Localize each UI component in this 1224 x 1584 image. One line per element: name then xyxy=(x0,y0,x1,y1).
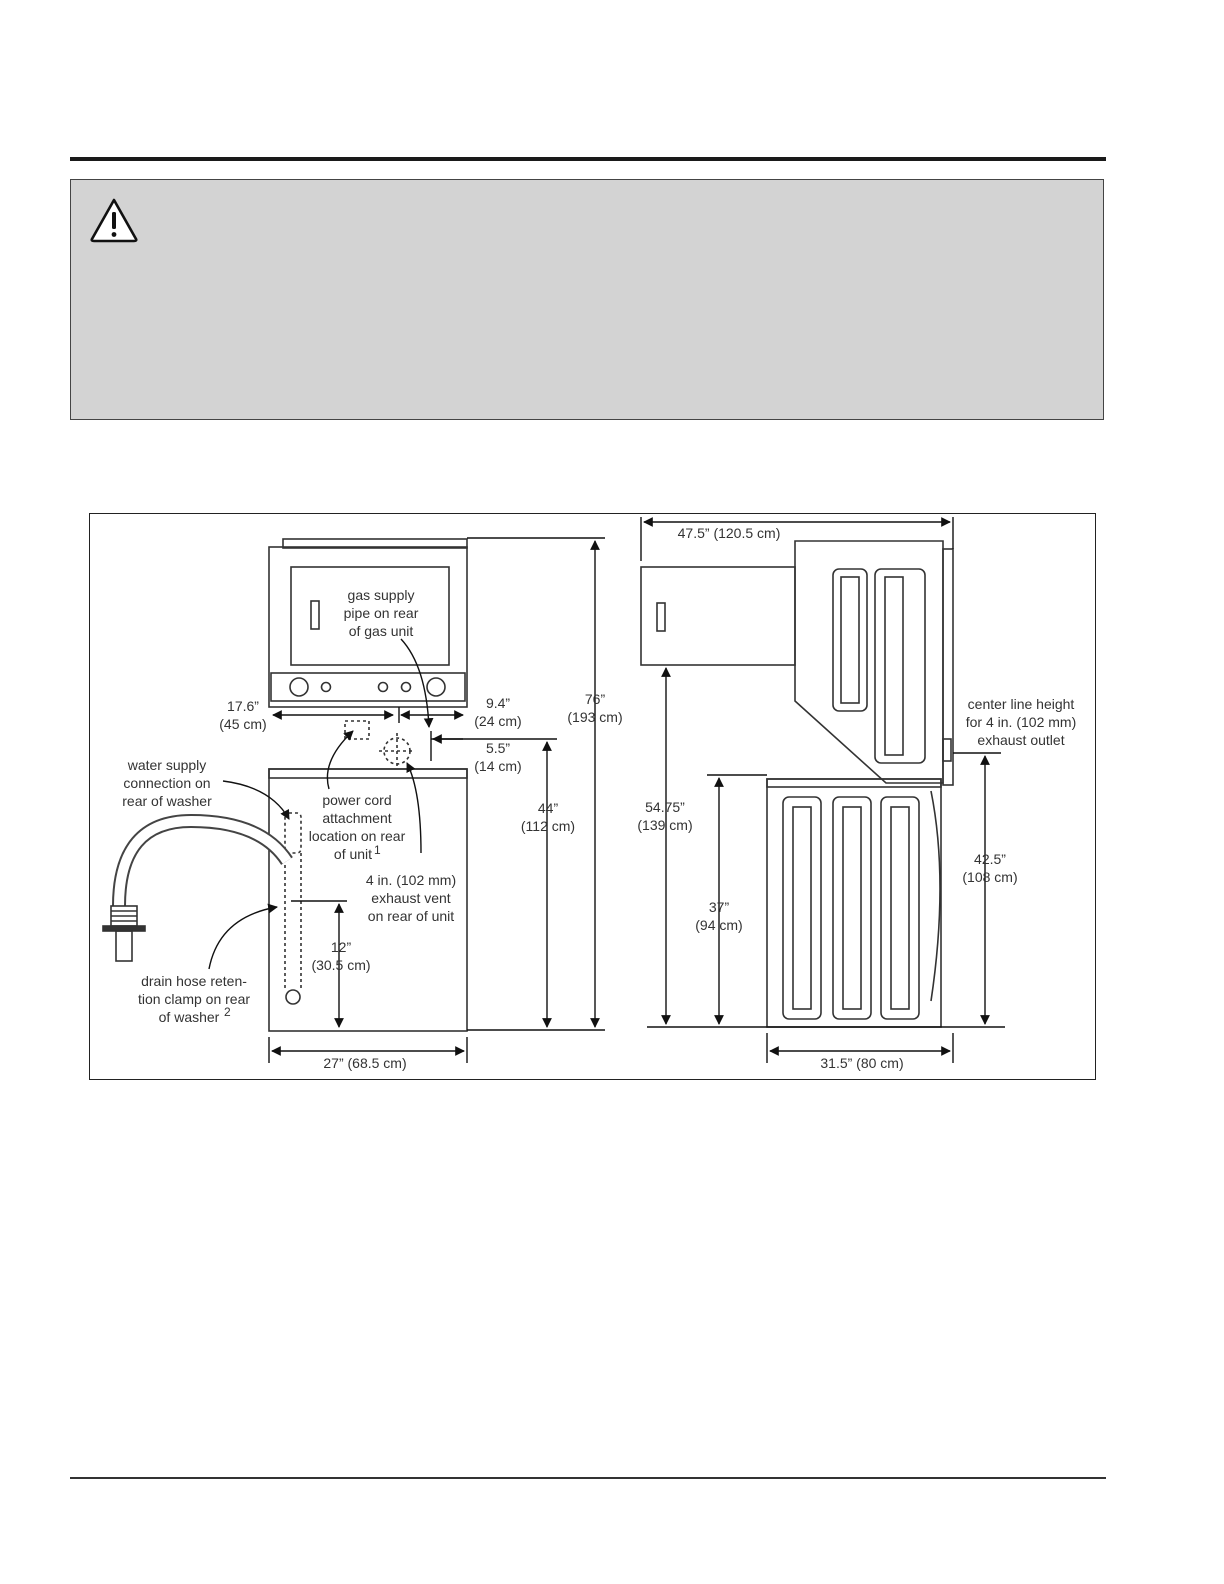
footer-rule xyxy=(70,1477,1106,1479)
power-cord-label: location on rear xyxy=(309,828,406,844)
washer-side-recess-inner xyxy=(792,806,812,1010)
power-cord-label: attachment xyxy=(322,810,391,826)
washer-side-recess-inner xyxy=(890,806,910,1010)
footnote-marker: 1 xyxy=(374,843,381,857)
drain-hose-label: tion clamp on rear xyxy=(138,991,250,1007)
standpipe xyxy=(115,930,133,962)
dryer-side-panel xyxy=(794,540,944,784)
exhaust-vent-label: exhaust vent xyxy=(371,890,450,906)
dryer-back xyxy=(942,548,954,786)
dryer-side-recess-inner xyxy=(840,576,860,704)
exhaust-outlet xyxy=(942,738,952,762)
exhaust-vent-label: 4 in. (102 mm) xyxy=(366,872,456,888)
washer-side-recess xyxy=(782,796,822,1020)
total-height-label: (193 cm) xyxy=(567,709,622,725)
dryer-door-open xyxy=(640,566,796,666)
dryer-door-handle xyxy=(656,602,666,632)
washer-side-recess xyxy=(880,796,920,1020)
washer-height-label: (112 cm) xyxy=(521,818,575,834)
dryer-top-edge xyxy=(282,538,468,549)
side-view xyxy=(640,540,954,1028)
control-knob-right xyxy=(426,677,446,697)
warning-triangle-icon xyxy=(90,198,138,243)
exhaust-center-label: exhaust outlet xyxy=(977,732,1064,748)
control-button xyxy=(400,681,412,693)
gas-supply-label: pipe on rear xyxy=(344,605,419,621)
gas-supply-label: of gas unit xyxy=(349,623,414,639)
dryer-door xyxy=(290,566,450,666)
side-labels: 47.5” (120.5 cm) 54.75” (139 cm) 37” (94… xyxy=(637,525,1076,1071)
washer-top-label: 37” xyxy=(709,899,730,915)
clamp-height-label: (30.5 cm) xyxy=(311,957,370,973)
front-dimension-lines xyxy=(208,537,605,1063)
dryer-door-handle xyxy=(310,600,320,630)
dimensions-diagram-svg: gas supply pipe on rear of gas unit 17.6… xyxy=(102,517,1076,1071)
dryer-body xyxy=(268,546,468,708)
header-rule xyxy=(70,157,1106,161)
water-supply-connection xyxy=(284,812,302,854)
washer-top-label: (94 cm) xyxy=(695,917,742,933)
clamp-height-label: 12” xyxy=(331,939,352,955)
washer-height-label: 44” xyxy=(538,800,559,816)
drain-hose-label: drain hose reten- xyxy=(141,973,247,989)
front-width-label: 27” (68.5 cm) xyxy=(323,1055,406,1071)
door-height-label: (139 cm) xyxy=(637,817,692,833)
power-cord-label: of unit xyxy=(334,846,372,862)
drain-hose-label: of washer xyxy=(159,1009,220,1025)
vent-offset-h-label: 9.4” xyxy=(486,695,510,711)
exhaust-height-label: 42.5” xyxy=(974,851,1006,867)
upper-width-label: (45 cm) xyxy=(219,716,266,732)
exhaust-vent-label: on rear of unit xyxy=(368,908,454,924)
dryer-side-recess-inner xyxy=(884,576,904,756)
control-button xyxy=(377,681,389,693)
water-supply-label: connection on xyxy=(123,775,210,791)
dryer-side-recess xyxy=(874,568,926,764)
water-supply-label: water supply xyxy=(127,757,207,773)
total-height-label: 76” xyxy=(585,691,606,707)
upper-width-label: 17.6” xyxy=(227,698,259,714)
vent-offset-v-label: (14 cm) xyxy=(474,758,521,774)
door-height-label: 54.75” xyxy=(645,799,685,815)
front-view xyxy=(102,538,468,1032)
washer-top-edge xyxy=(268,768,468,779)
exhaust-height-label: (108 cm) xyxy=(962,869,1017,885)
control-knob-left xyxy=(289,677,309,697)
power-cord-label: power cord xyxy=(322,792,391,808)
footnote-marker: 2 xyxy=(224,1005,231,1019)
exhaust-center-label: center line height xyxy=(968,696,1075,712)
gas-supply-label: gas supply xyxy=(348,587,415,603)
drain-hose-hidden xyxy=(284,853,302,991)
exhaust-center-label: for 4 in. (102 mm) xyxy=(966,714,1076,730)
washer-side-recess xyxy=(832,796,872,1020)
washer-back-curve xyxy=(930,790,941,1002)
side-dimension-lines xyxy=(640,517,1005,1063)
dryer-side-recess xyxy=(832,568,868,712)
vent-offset-v-label: 5.5” xyxy=(486,740,510,756)
vent-offset-h-label: (24 cm) xyxy=(474,713,521,729)
drain-hose-end xyxy=(285,989,301,1005)
open-depth-label: 47.5” (120.5 cm) xyxy=(678,525,781,541)
warning-box xyxy=(70,179,1104,420)
side-depth-label: 31.5” (80 cm) xyxy=(820,1055,903,1071)
control-button xyxy=(320,681,332,693)
power-cord-location xyxy=(344,720,370,740)
control-panel xyxy=(270,672,466,702)
dimensions-diagram: gas supply pipe on rear of gas unit 17.6… xyxy=(89,513,1096,1080)
front-labels: gas supply pipe on rear of gas unit 17.6… xyxy=(122,587,622,1071)
washer-side-recess-inner xyxy=(842,806,862,1010)
water-supply-label: rear of washer xyxy=(122,793,212,809)
